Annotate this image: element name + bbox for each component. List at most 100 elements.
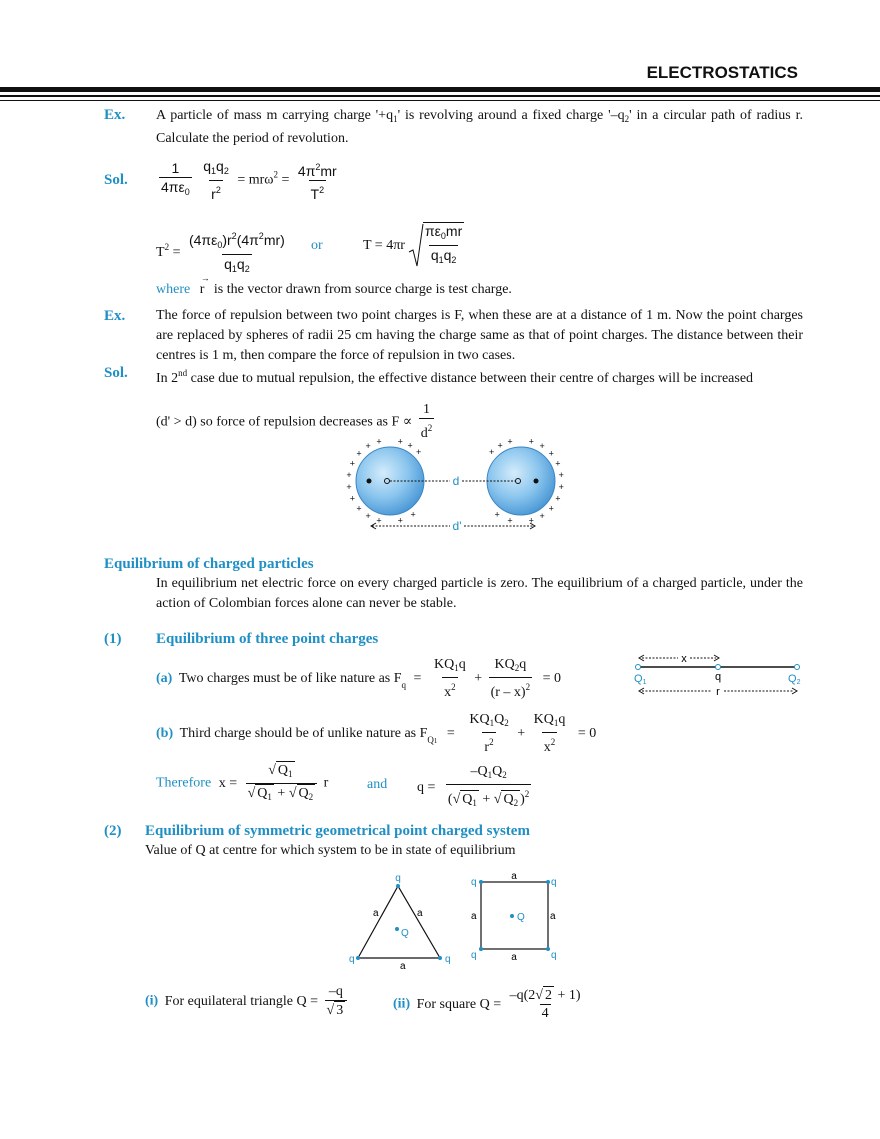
plus-sign: + xyxy=(366,441,371,451)
frac-kq2q-rx2: KQ2q(r – x)2 xyxy=(488,656,533,702)
plus-sign: + xyxy=(356,503,361,513)
zero: = 0 xyxy=(577,726,597,741)
d: d xyxy=(420,426,428,441)
frac-q: –Q1Q2(√Q1 + √Q2)2 xyxy=(445,763,532,812)
sol-label: Sol. xyxy=(104,172,128,188)
charge-centre-right xyxy=(533,478,539,484)
frac-T2: (4πε0)r2(4π2mr)q1q2 xyxy=(187,228,287,278)
sol2-a: In 2 xyxy=(156,371,179,386)
sub: 1 xyxy=(489,718,495,728)
eq: = xyxy=(446,726,455,741)
i-label: (i) xyxy=(145,993,159,1009)
q-top: q xyxy=(395,873,401,884)
charge-centre-left xyxy=(366,478,372,484)
plus-sign: + xyxy=(507,438,512,446)
a-bottom: a xyxy=(511,952,517,963)
plus-sign: + xyxy=(350,493,355,503)
vertex-top xyxy=(396,884,400,888)
a-right: a xyxy=(417,908,423,919)
r-vec-letter: r xyxy=(199,282,205,297)
corner-bl xyxy=(479,947,483,951)
r-arrow-left xyxy=(638,687,645,695)
n: KQ xyxy=(433,657,455,672)
ex2-text: The force of repulsion between two point… xyxy=(156,308,803,363)
section-1-title: Equilibrium of three point charges xyxy=(156,631,379,647)
centre-charge xyxy=(395,927,399,931)
Q-label: Q xyxy=(517,912,525,923)
plus: + xyxy=(517,726,526,741)
n: Q xyxy=(277,763,289,778)
q1-sub: 1 xyxy=(643,679,647,686)
where-line: where →r is the vector drawn from source… xyxy=(156,273,512,298)
n: KQ xyxy=(533,712,554,727)
vertex-right xyxy=(438,956,442,960)
ex1-sub2: 2 xyxy=(624,114,630,124)
num-tail: mr xyxy=(320,162,337,179)
plus-sign: + xyxy=(555,459,560,469)
r-arrow-right xyxy=(791,687,798,695)
b-text: Third charge should be of unlike nature … xyxy=(179,726,428,741)
num: 4π xyxy=(297,162,316,179)
q2: Q xyxy=(788,673,797,685)
zero: = 0 xyxy=(542,671,561,686)
r-vector: →r xyxy=(199,273,210,297)
sup: 2 xyxy=(164,242,170,253)
d-label: d xyxy=(453,474,460,488)
n: 2 xyxy=(542,986,554,1003)
sup: 2 xyxy=(315,161,321,172)
sub: q xyxy=(401,680,407,691)
n: (4πε xyxy=(188,232,218,248)
sup: 2 xyxy=(550,737,556,747)
sup: 2 xyxy=(215,185,221,195)
plus-sign: + xyxy=(559,482,564,492)
plus: + xyxy=(277,786,286,801)
sup: 2 xyxy=(489,737,494,747)
sol2-b: case due to mutual repulsion, the effect… xyxy=(187,371,754,386)
sub: 2 xyxy=(502,770,507,780)
arrow-left xyxy=(370,522,377,530)
n: –Q xyxy=(470,764,488,779)
sup: 2 xyxy=(319,184,325,195)
plus-sign: + xyxy=(346,482,351,492)
n: q xyxy=(558,712,566,727)
frac-x: √Q1√Q1 + √Q2 xyxy=(245,761,318,806)
q-dot xyxy=(715,664,721,670)
sub: 2 xyxy=(308,792,314,802)
result-square: (ii) For square Q = –q(2√2 + 1)4 xyxy=(393,986,586,1023)
sub: 2 xyxy=(514,663,520,673)
plus-sign: + xyxy=(366,511,371,521)
x-arrow-left xyxy=(638,654,645,662)
a-bottom: a xyxy=(400,961,406,972)
sub: Q xyxy=(427,735,434,746)
n: mr) xyxy=(263,232,285,248)
q2-label: Q2 xyxy=(788,673,801,686)
s1-q-eq: q = –Q1Q2(√Q1 + √Q2)2 xyxy=(417,763,534,812)
where-text: where xyxy=(156,282,191,297)
plus-sign: + xyxy=(346,470,351,480)
arrow-right xyxy=(529,522,536,530)
sup: 2 xyxy=(273,169,279,180)
x-r: r xyxy=(323,775,329,791)
plus-sign: + xyxy=(555,493,560,503)
plus-sign: + xyxy=(350,459,355,469)
q1-label: Q1 xyxy=(634,673,647,686)
sol2-line2-text: (d' > d) so force of repulsion decreases… xyxy=(156,414,413,430)
frac-den: 4πε xyxy=(161,179,185,195)
sub: 1 xyxy=(267,792,272,802)
header-rule-2 xyxy=(0,100,880,101)
q1-dot xyxy=(635,664,641,670)
header-rule-thick xyxy=(0,87,880,92)
corner-tl xyxy=(479,880,483,884)
square xyxy=(480,881,549,950)
b-label: (b) xyxy=(156,726,174,741)
n: )r xyxy=(222,232,232,248)
where-desc: is the vector drawn from source charge i… xyxy=(213,282,512,297)
d: 3 xyxy=(334,1001,346,1018)
eq-mid: = mrω xyxy=(237,172,274,188)
plus-sign: + xyxy=(408,441,413,451)
